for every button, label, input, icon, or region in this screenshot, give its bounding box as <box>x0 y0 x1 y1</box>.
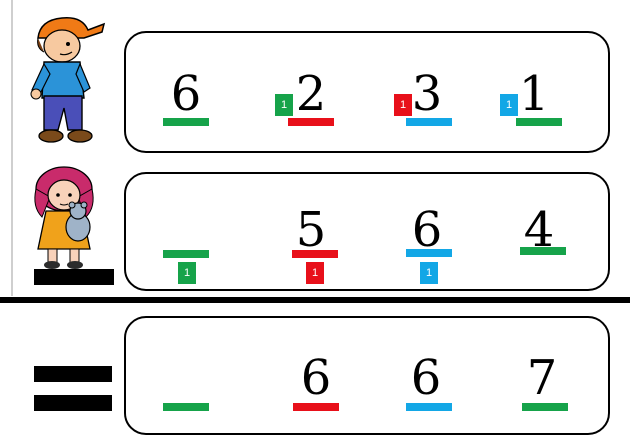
result-digit-4: 7 <box>526 350 558 406</box>
boy-carry-badge-blue: 1 <box>500 94 518 116</box>
girl-number-box <box>124 172 610 291</box>
girl-bar-3 <box>406 249 452 257</box>
result-digit-2: 6 <box>300 350 332 406</box>
boy-digit-4: 1 <box>518 66 550 122</box>
girl-carry-badge-blue: 1 <box>420 262 438 284</box>
boy-digit-1: 6 <box>170 66 202 122</box>
result-digit-3: 6 <box>410 350 442 406</box>
sum-divider-line <box>0 297 630 303</box>
girl-digit-2: 5 <box>295 202 327 258</box>
boy-digit-2: 2 <box>295 66 327 122</box>
boy-bar-4 <box>516 118 562 126</box>
equals-sign-icon <box>34 366 112 382</box>
boy-digit-3: 3 <box>411 66 443 122</box>
boy-bar-3 <box>406 118 452 126</box>
result-bar-2 <box>293 403 339 411</box>
result-bar-3 <box>406 403 452 411</box>
girl-carry-badge-red: 1 <box>306 262 324 284</box>
girl-with-teddy-bear-icon <box>34 166 94 269</box>
girl-bar-1 <box>163 250 209 258</box>
boy-bar-2 <box>288 118 334 126</box>
boy-number-box <box>124 31 610 153</box>
left-edge-rule <box>11 0 13 296</box>
boy-bar-1 <box>163 118 209 126</box>
girl-bar-4 <box>520 247 566 255</box>
result-number-box <box>124 316 610 435</box>
girl-pedestal-bar <box>34 269 114 285</box>
boy-cartoon-icon <box>30 17 106 143</box>
girl-bar-2 <box>292 250 338 258</box>
boy-carry-badge-red: 1 <box>394 94 412 116</box>
result-bar-4 <box>522 403 568 411</box>
girl-digit-4: 4 <box>523 202 555 258</box>
equals-sign-icon-lower <box>34 395 112 411</box>
boy-carry-badge-green: 1 <box>275 94 293 116</box>
girl-carry-badge-green: 1 <box>178 262 196 284</box>
result-bar-1 <box>163 403 209 411</box>
girl-digit-3: 6 <box>411 202 443 258</box>
